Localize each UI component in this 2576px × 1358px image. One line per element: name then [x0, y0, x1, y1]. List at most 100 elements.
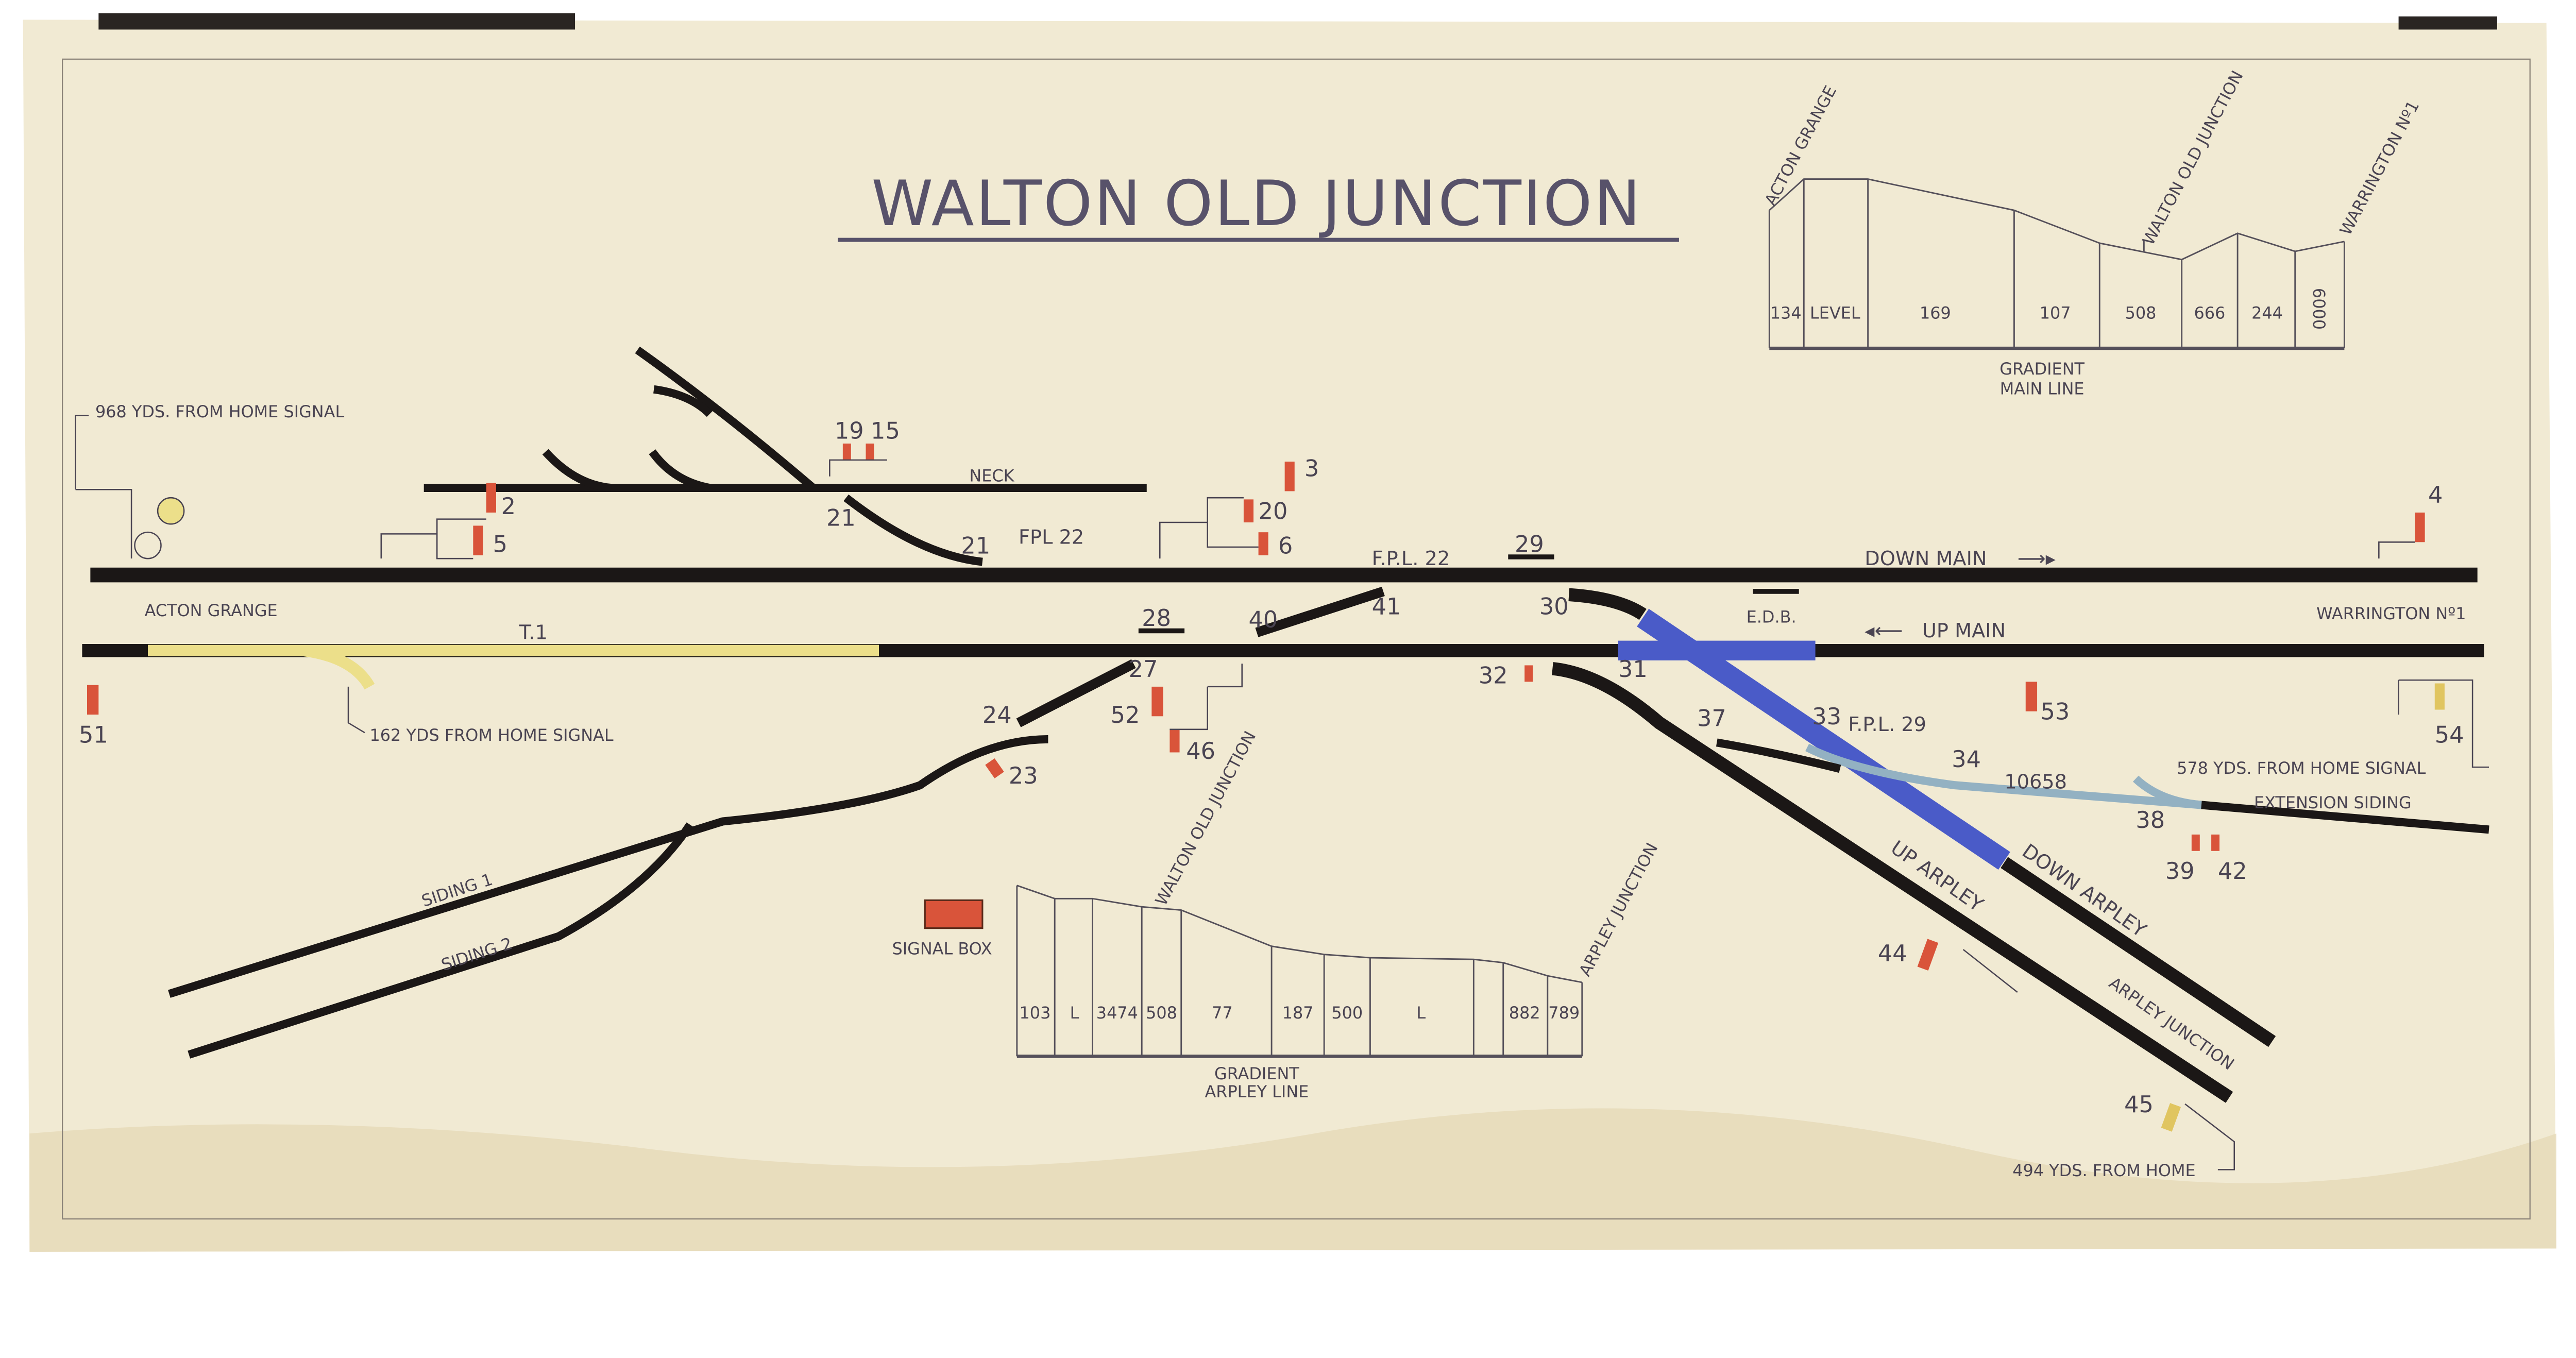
lever-45: 45 — [2124, 1091, 2154, 1118]
lever-2: 2 — [501, 493, 516, 520]
crossover-40-41 — [1255, 586, 1385, 637]
lever-3: 3 — [1304, 455, 1319, 482]
label-warrington: WARRINGTON Nº1 — [2316, 604, 2466, 623]
label-signal-box: SIGNAL BOX — [892, 939, 992, 959]
signal-44[interactable] — [1917, 939, 1939, 971]
signal-6[interactable] — [1258, 532, 1268, 555]
lever-39: 39 — [2165, 858, 2195, 885]
lever-19: 19 — [835, 417, 864, 444]
gradient-value: L — [1416, 1003, 1426, 1023]
signal-54[interactable] — [2434, 683, 2445, 710]
siding-37-track — [1716, 738, 1841, 773]
label-up-main: UP MAIN — [1922, 619, 2006, 642]
signal-20[interactable] — [1243, 499, 1254, 523]
tracks — [82, 346, 2489, 1103]
lever-24: 24 — [982, 702, 1012, 728]
lever-5: 5 — [493, 531, 507, 557]
label-fpl22-b: F.P.L. 22 — [1372, 547, 1450, 570]
leader-lines — [75, 415, 2489, 1170]
neck-siding — [653, 385, 713, 417]
siding-34-track — [1805, 743, 2202, 809]
distant-signal-yellow — [157, 497, 185, 525]
lever-28: 28 — [1142, 605, 1171, 632]
lever-20: 20 — [1259, 498, 1288, 525]
t1-branch — [303, 644, 375, 690]
siding-2-track — [188, 822, 693, 1059]
signal-5[interactable] — [473, 525, 483, 555]
lever-4: 4 — [2428, 482, 2443, 508]
lever-21a: 21 — [826, 504, 856, 531]
gradient-value: 666 — [2194, 303, 2225, 323]
down-arpley-track — [2001, 857, 2276, 1047]
gradient-value: 107 — [2040, 303, 2071, 323]
neck-siding — [542, 449, 612, 493]
signal-box-diagram: WALTON OLD JUNCTION 134 LEVEL 169 107 50… — [23, 13, 2556, 1252]
gradient-value: L — [1070, 1003, 1079, 1023]
border-frame — [62, 58, 2531, 1220]
up-arpley-track — [1551, 662, 2233, 1103]
gradient-value: 169 — [1920, 303, 1951, 323]
signal-42[interactable] — [2211, 834, 2220, 851]
lever-52: 52 — [1111, 702, 1140, 728]
signal-3[interactable] — [1284, 462, 1295, 491]
lever-42: 42 — [2218, 858, 2247, 885]
signals — [87, 443, 2445, 1132]
lever-29: 29 — [1515, 531, 1544, 557]
gradient-value: 500 — [1331, 1003, 1363, 1023]
gradient-title: GRADIENT — [1214, 1064, 1299, 1083]
extension-siding-track — [2201, 801, 2489, 834]
lever-33: 33 — [1812, 703, 1841, 730]
lever-30: 30 — [1539, 593, 1569, 620]
gradient-title: GRADIENT — [1999, 359, 2084, 379]
label-edb: E.D.B. — [1747, 607, 1797, 627]
signal-53[interactable] — [2025, 682, 2038, 711]
label-home-968: 968 YDS. FROM HOME SIGNAL — [95, 402, 345, 421]
signal-box-icon — [924, 899, 984, 929]
lever-38: 38 — [2136, 807, 2165, 834]
signal-15[interactable] — [866, 443, 874, 460]
signal-45[interactable] — [2161, 1103, 2181, 1132]
label-home-578: 578 YDS. FROM HOME SIGNAL — [2177, 758, 2426, 778]
gradient-value: 77 — [1212, 1003, 1233, 1023]
signal-19[interactable] — [842, 443, 851, 460]
signal-2[interactable] — [486, 483, 497, 513]
distant-signal-white — [134, 531, 162, 559]
torn-corner-tr — [2398, 16, 2497, 30]
siding-1-track — [168, 735, 1048, 998]
gradient-value: LEVEL — [1810, 303, 1860, 323]
signal-51[interactable] — [87, 685, 99, 715]
gradient-value: 187 — [1282, 1003, 1314, 1023]
gradient-value: 508 — [2125, 303, 2157, 323]
siding-38-track — [2132, 775, 2202, 809]
lever-27: 27 — [1129, 656, 1158, 683]
gradient-value: 103 — [1020, 1003, 1051, 1023]
lever-40: 40 — [1248, 606, 1278, 633]
label-10658: 10658 — [2004, 771, 2067, 794]
lever-51: 51 — [79, 721, 108, 748]
signal-52[interactable] — [1151, 686, 1163, 717]
label-home-494: 494 YDS. FROM HOME — [2012, 1161, 2195, 1180]
signal-46[interactable] — [1170, 729, 1180, 753]
lever-54: 54 — [2435, 721, 2464, 748]
arrow-up-main: ◂⟵ — [1865, 619, 1903, 642]
label-neck: NECK — [969, 466, 1014, 485]
torn-corner-tl — [98, 13, 575, 30]
lever-41: 41 — [1372, 593, 1401, 620]
gradient-value: 6000 — [2309, 288, 2329, 330]
gradient-value: 3474 — [1096, 1003, 1138, 1023]
signal-32[interactable] — [1524, 665, 1533, 682]
neck-siding — [649, 449, 711, 492]
gradient-subtitle: ARPLEY LINE — [1205, 1082, 1309, 1101]
lever-53: 53 — [2040, 699, 2070, 725]
label-extension-siding: EXTENSION SIDING — [2254, 793, 2412, 812]
signal-4[interactable] — [2415, 512, 2425, 542]
lever-21b: 21 — [961, 533, 990, 559]
gradient-subtitle: MAIN LINE — [2000, 379, 2084, 398]
signal-39[interactable] — [2191, 834, 2200, 851]
lever-46: 46 — [1186, 738, 1215, 765]
gradient-value: 244 — [2251, 303, 2283, 323]
label-t1: T.1 — [519, 621, 548, 644]
lever-34: 34 — [1952, 746, 1981, 773]
stained-edge — [29, 1108, 2556, 1252]
signal-23[interactable] — [985, 758, 1004, 778]
